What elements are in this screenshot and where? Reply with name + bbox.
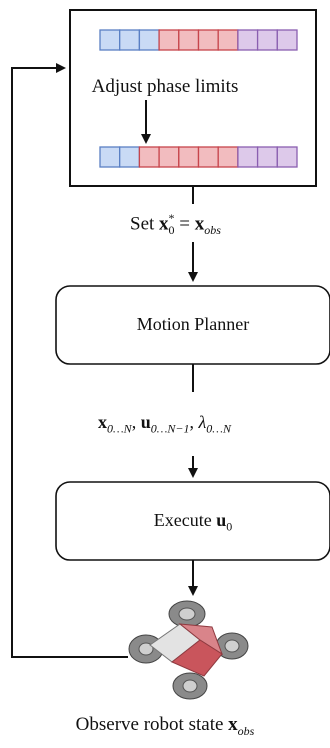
phase-cell-red — [178, 146, 200, 168]
execute-u: u — [216, 510, 227, 530]
phase-cell-red — [197, 146, 219, 168]
phase-cell-purple — [256, 29, 278, 51]
execute-label: Execute u0 — [56, 510, 330, 535]
feedback-loop-line — [11, 63, 128, 658]
phase-title: Adjust phase limits — [91, 76, 239, 97]
phase-cell-red — [217, 29, 239, 51]
phase-cell-blue — [138, 29, 160, 51]
out-u-sub: 0…N−1 — [150, 421, 190, 436]
out-sep2: , — [189, 412, 199, 432]
out-sep1: , — [131, 412, 141, 432]
observe-prefix: Observe robot state — [75, 714, 229, 735]
out-lambda: λ — [198, 412, 207, 432]
out-x-sub: 0…N — [107, 421, 132, 436]
phase-cell-red — [217, 146, 239, 168]
phase-cell-red — [158, 29, 180, 51]
phase-cell-purple — [276, 29, 298, 51]
motion-planner-label: Motion Planner — [136, 314, 250, 334]
set-x-star: * — [168, 211, 175, 225]
out-lambda-sub: 0…N — [206, 421, 231, 436]
phase-cell-purple — [276, 146, 298, 168]
phase-cell-red — [178, 29, 200, 51]
phase-cell-red — [197, 29, 219, 51]
observe-label: Observe robot state xobs — [0, 714, 330, 739]
phase-cell-red — [138, 146, 160, 168]
robot-wheel — [172, 672, 208, 700]
phase-cell-blue — [99, 29, 121, 51]
phase-cell-purple — [237, 146, 259, 168]
robot-wheel — [215, 632, 249, 660]
set-x2-sub: obs — [204, 223, 221, 238]
phase-cell-blue — [99, 146, 121, 168]
set-x: x — [159, 213, 169, 235]
execute-prefix: Execute — [153, 510, 217, 530]
robot-body-red-front — [171, 639, 223, 677]
phase-cell-blue — [119, 29, 141, 51]
set-x-sub: 0 — [168, 223, 175, 238]
observe-x: x — [228, 714, 238, 735]
out-x: x — [98, 412, 107, 432]
phase-cell-purple — [237, 29, 259, 51]
phase-bar-bottom — [99, 146, 298, 168]
observe-x-sub: obs — [237, 723, 255, 738]
robot-illustration — [128, 600, 249, 700]
phase-cell-red — [158, 146, 180, 168]
planner-outputs: x0…N, u0…N−1, λ0…N — [98, 412, 231, 437]
phase-cell-purple — [256, 146, 278, 168]
out-u: u — [140, 412, 151, 432]
set-prefix: Set — [130, 213, 160, 235]
robot-wheel — [168, 600, 206, 628]
phase-cell-blue — [119, 146, 141, 168]
set-eq: = — [174, 213, 195, 235]
execute-u-sub: 0 — [226, 519, 233, 534]
set-x2: x — [194, 213, 205, 235]
set-label: Set x0* = xobs — [130, 211, 221, 238]
phase-bar-top — [99, 29, 298, 51]
